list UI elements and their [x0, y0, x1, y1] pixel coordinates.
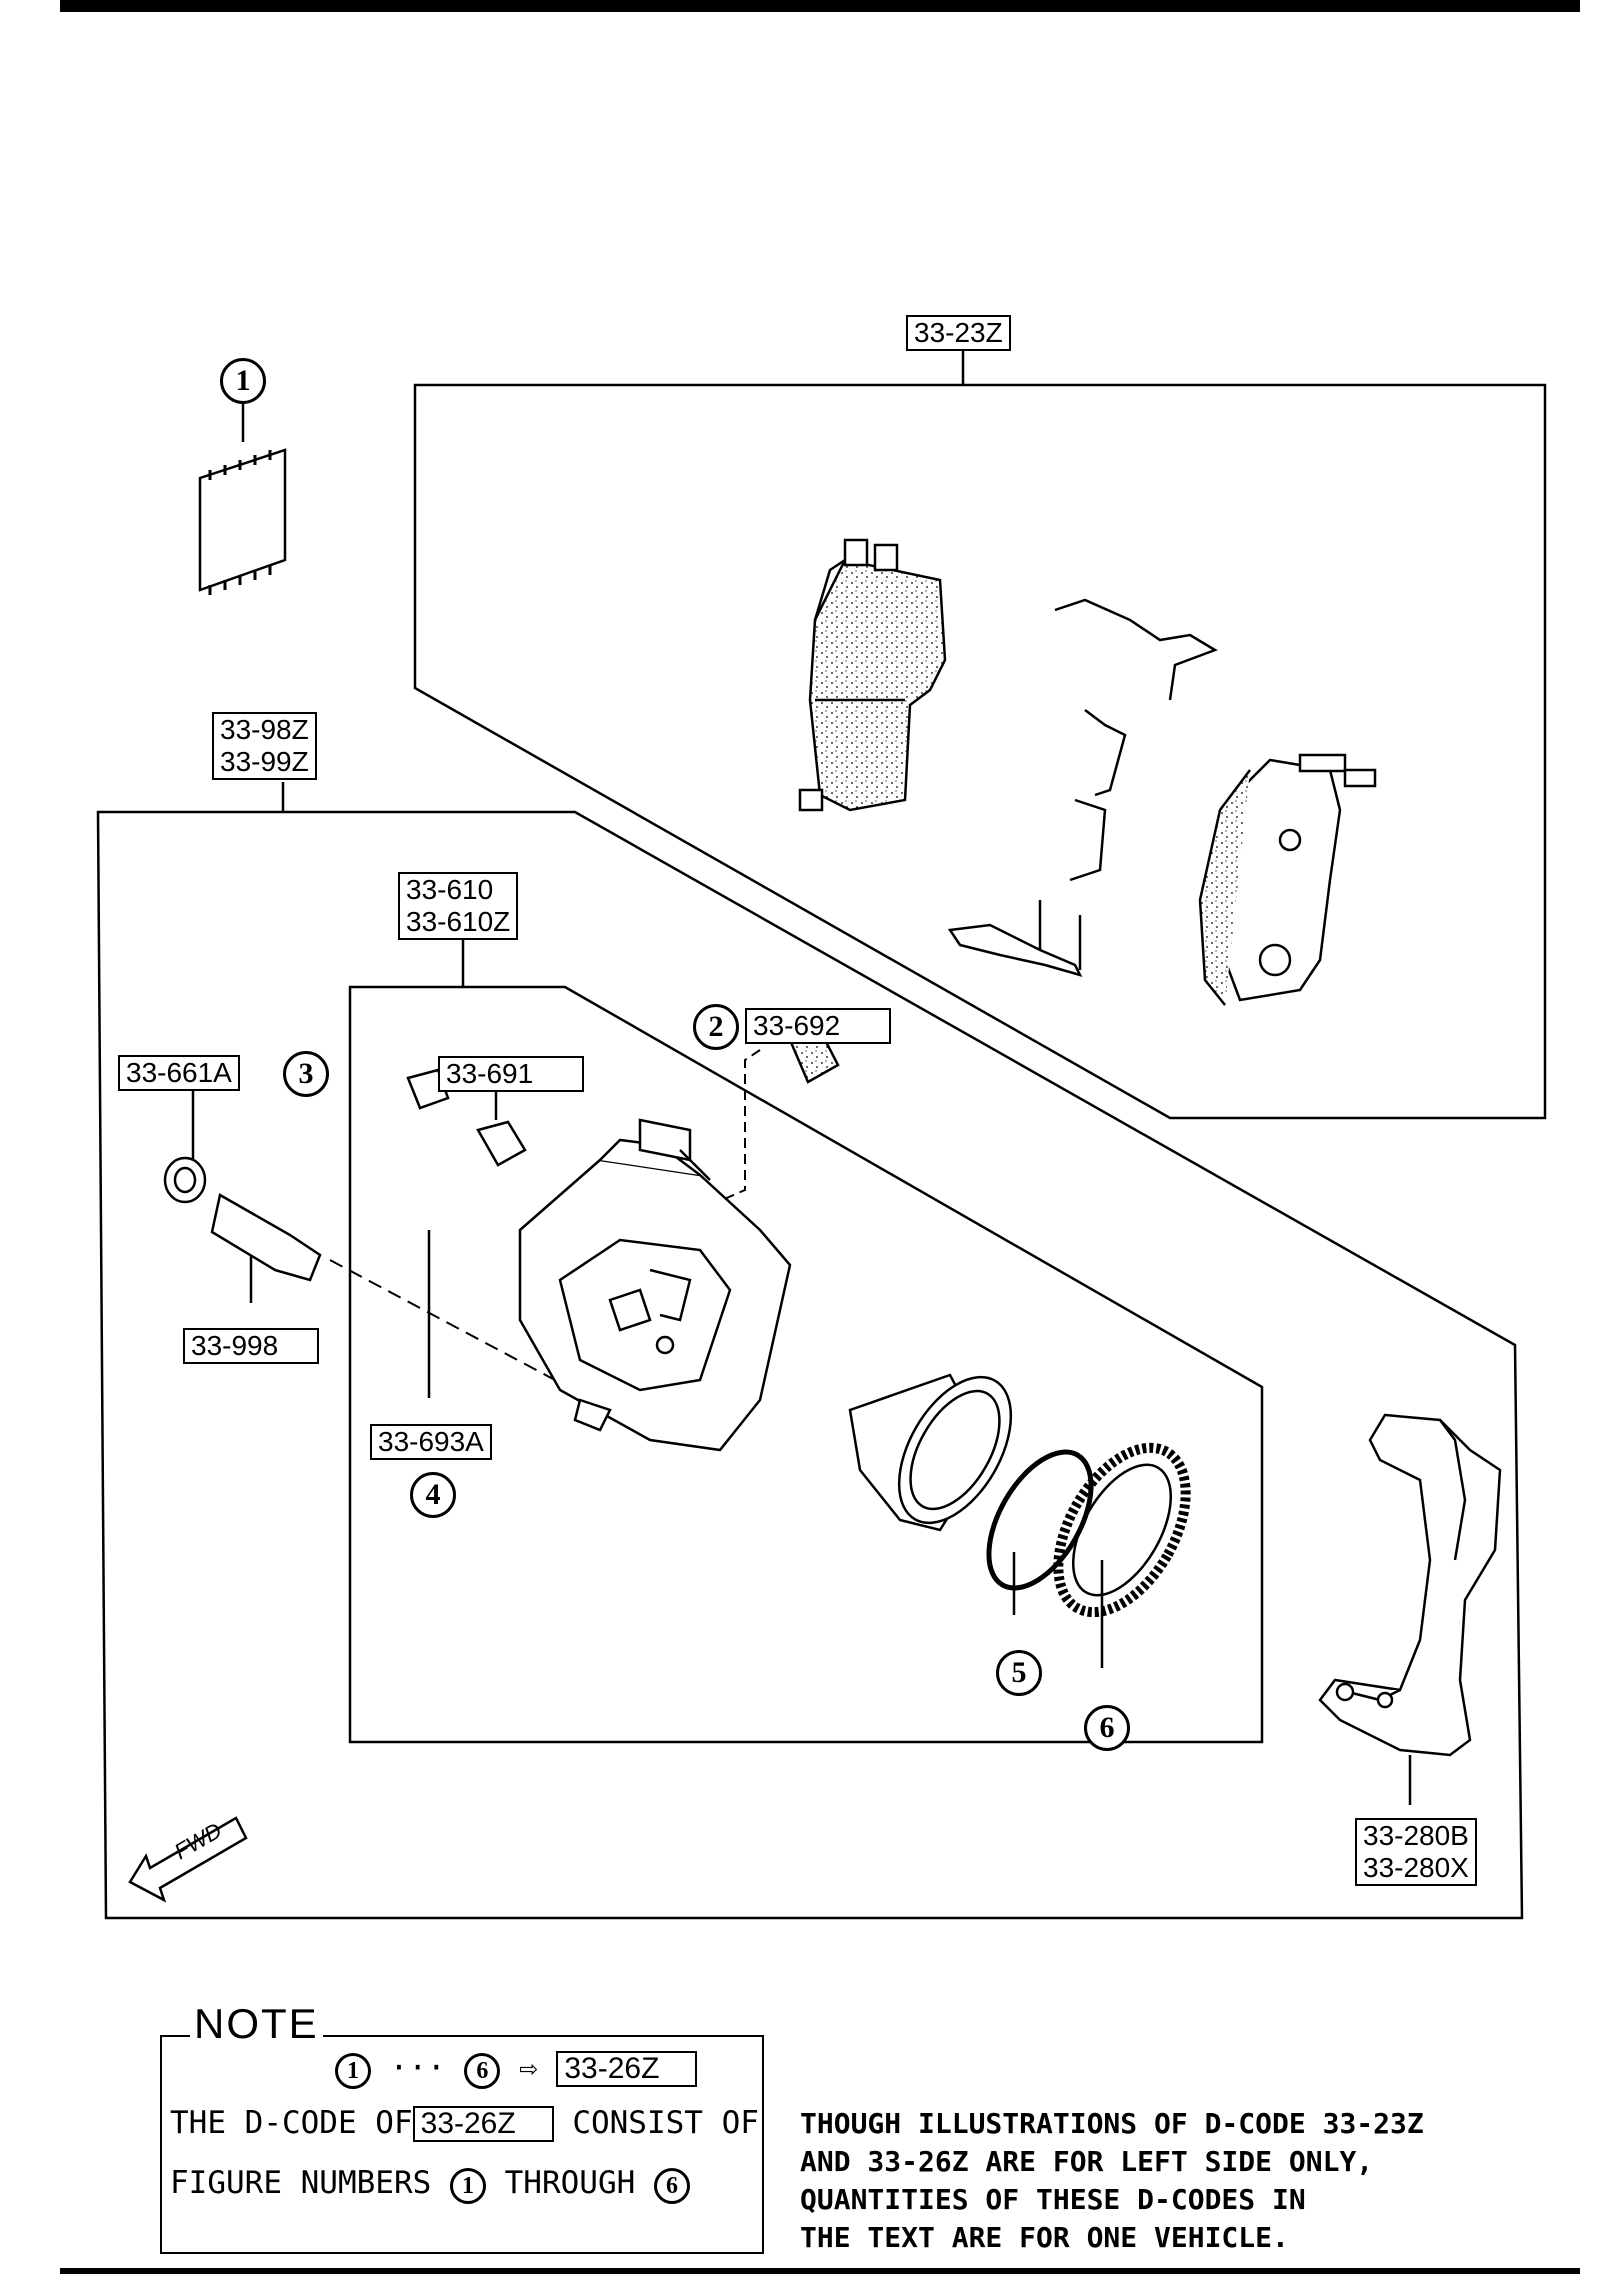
- figure-number-1: 1: [335, 2053, 371, 2089]
- figure-number-6: 6: [1084, 1705, 1130, 1751]
- label-text: 33-692: [753, 1010, 841, 1041]
- bottom-rule: [60, 2268, 1580, 2274]
- label-text: 33-998: [191, 1330, 279, 1361]
- figure-number-2: 2: [693, 1004, 739, 1050]
- figure-number-1: 1: [449, 2168, 486, 2204]
- note-box: [160, 2035, 764, 2254]
- piston-boot: [1053, 1442, 1191, 1618]
- figure-number-6: 6: [464, 2053, 501, 2089]
- label-text: 33-610Z: [406, 906, 511, 937]
- note-title: NOTE: [190, 2000, 323, 2048]
- label-33-692: 33-692: [745, 1008, 891, 1044]
- label-text: 33-23Z: [914, 317, 1003, 348]
- figure-number-3: 3: [283, 1051, 329, 1097]
- note-line-1: 1 ··· 6 ⇨ 33-26Z: [335, 2050, 698, 2089]
- note-text: THE D-CODE OF: [170, 2105, 413, 2141]
- side-note-line: THE TEXT ARE FOR ONE VEHICLE.: [800, 2221, 1289, 2254]
- label-text: 33-691: [446, 1058, 534, 1089]
- label-33-691: 33-691: [438, 1056, 584, 1092]
- caliper-assy-outline: [348, 985, 1264, 1744]
- side-note-line: AND 33-26Z ARE FOR LEFT SIDE ONLY,: [800, 2145, 1374, 2178]
- label-text: 33-99Z: [220, 746, 309, 777]
- label-text: 33-280X: [1363, 1852, 1469, 1883]
- label-33-98z: 33-98Z 33-99Z: [212, 712, 317, 780]
- caliper-piston: [848, 1373, 1013, 1532]
- caliper-body: [518, 1118, 792, 1452]
- label-text: 33-661A: [126, 1057, 232, 1088]
- caliper-bracket: [1318, 1413, 1502, 1757]
- label-33-280b: 33-280B 33-280X: [1355, 1818, 1477, 1886]
- figure-number-5: 5: [996, 1650, 1042, 1696]
- label-text: 33-280B: [1363, 1820, 1469, 1851]
- side-note-line: THOUGH ILLUSTRATIONS OF D-CODE 33-23Z: [800, 2107, 1424, 2140]
- pad-clips: [947, 598, 1218, 977]
- label-text: 33-610: [406, 874, 494, 905]
- fwd-arrow-icon: FWD: [118, 1800, 268, 1915]
- figure-number-1: 1: [220, 358, 266, 404]
- label-text: 33-98Z: [220, 714, 309, 745]
- pin-dash-line: [329, 1259, 571, 1389]
- figure-number-4: 4: [410, 1472, 456, 1518]
- label-33-23z: 33-23Z: [906, 315, 1011, 351]
- note-text: CONSIST OF: [572, 2105, 759, 2141]
- side-note: THOUGH ILLUSTRATIONS OF D-CODE 33-23Z AN…: [800, 2105, 1424, 2257]
- label-text: 33-693A: [378, 1426, 484, 1457]
- label-33-661a: 33-661A: [118, 1055, 240, 1091]
- grease-packet: [198, 448, 287, 595]
- note-code: 33-26Z: [556, 2051, 698, 2087]
- note-line-3: FIGURE NUMBERS 1 THROUGH 6: [170, 2165, 690, 2204]
- note-text: FIGURE NUMBERS: [170, 2165, 432, 2201]
- pad-kit-outline: [413, 383, 1547, 1120]
- label-33-998: 33-998: [183, 1328, 319, 1364]
- arrow-icon: ⇨: [519, 2050, 538, 2086]
- top-rule: [60, 0, 1580, 12]
- inner-brake-pad: [798, 538, 947, 812]
- note-text: THROUGH: [504, 2165, 636, 2201]
- guide-pin: [163, 1156, 322, 1282]
- side-note-line: QUANTITIES OF THESE D-CODES IN: [800, 2183, 1306, 2216]
- label-33-693a: 33-693A: [370, 1424, 492, 1460]
- outer-brake-pad: [1198, 753, 1377, 1006]
- caliper-set-outline: [96, 810, 1524, 1920]
- piston-seal: [986, 1449, 1094, 1591]
- note-code: 33-26Z: [412, 2106, 554, 2142]
- note-dots: ···: [389, 2050, 446, 2086]
- figure-number-6: 6: [653, 2168, 690, 2204]
- label-33-610: 33-610 33-610Z: [398, 872, 519, 940]
